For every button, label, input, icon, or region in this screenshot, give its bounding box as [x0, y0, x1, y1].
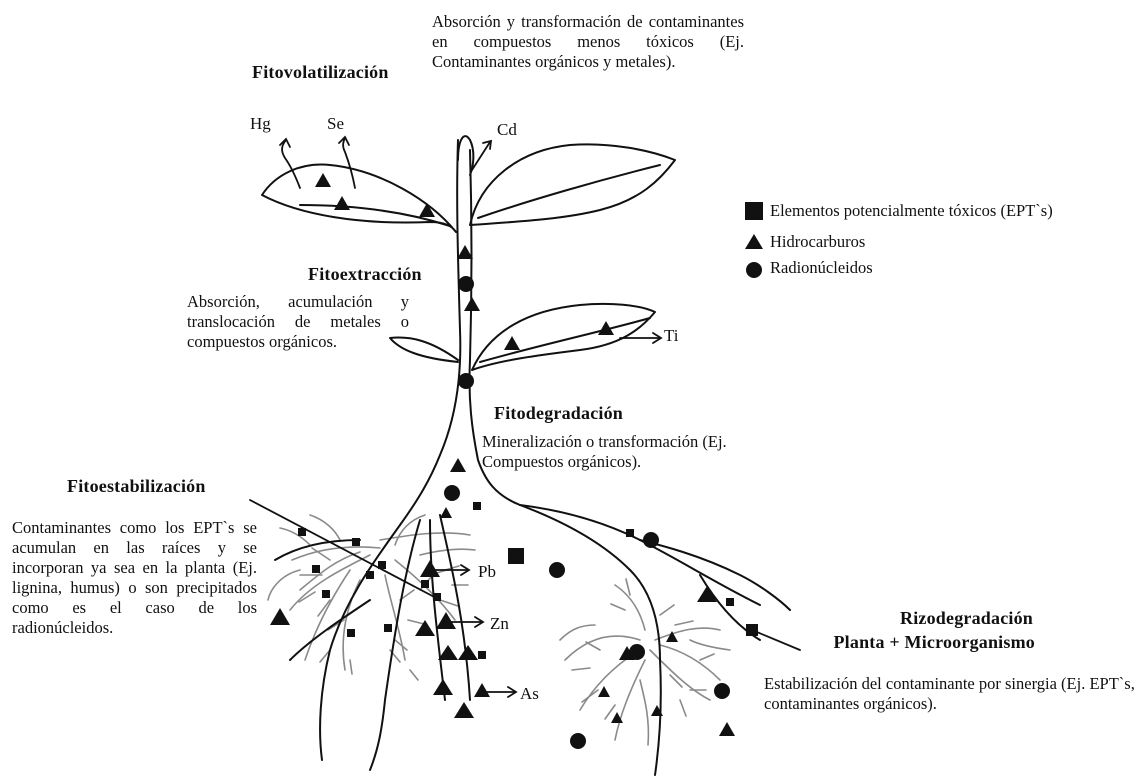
label-pb: Pb — [478, 562, 496, 582]
fine-roots-right — [560, 579, 730, 745]
legend-label: Elementos potencialmente tóxicos (EPT`s) — [770, 201, 1053, 221]
legend-label: Radionúcleidos — [770, 258, 873, 278]
label-ti: Ti — [664, 326, 679, 346]
triangle-icon — [744, 232, 764, 252]
square-icon — [744, 201, 764, 221]
title-fitovolatilizacion: Fitovolatilización — [252, 62, 389, 83]
title-rizodegradacion: Rizodegradación — [833, 608, 1033, 629]
label-cd: Cd — [497, 120, 517, 140]
subtitle-rizodegradacion: Planta + Microorganismo — [800, 632, 1035, 653]
legend-label: Hidrocarburos — [770, 232, 865, 252]
title-fitoestabilizacion: Fitoestabilización — [67, 476, 206, 497]
label-zn: Zn — [490, 614, 509, 634]
title-fitoextraccion: Fitoextracción — [308, 264, 422, 285]
desc-rizodegradacion: Estabilización del contaminante por sine… — [764, 674, 1136, 714]
legend-item-radionucleidos: Radionúcleidos — [744, 258, 873, 278]
desc-fitoextraccion: Absorción, acumulación y translocación d… — [187, 292, 409, 352]
label-se: Se — [327, 114, 344, 134]
marker-squares — [298, 502, 758, 659]
desc-transformacion: Absorción y transformación de contaminan… — [432, 12, 744, 72]
title-fitodegradacion: Fitodegradación — [494, 403, 623, 424]
circle-icon — [744, 258, 764, 278]
label-hg: Hg — [250, 114, 271, 134]
legend-item-hidrocarburos: Hidrocarburos — [744, 232, 865, 252]
legend-item-ept: Elementos potencialmente tóxicos (EPT`s) — [744, 201, 1053, 221]
desc-fitoestabilizacion: Contaminantes como los EPT`s se acumulan… — [12, 518, 257, 638]
desc-fitodegradacion: Mineralización o transformación (Ej. Com… — [482, 432, 802, 472]
label-as: As — [520, 684, 539, 704]
